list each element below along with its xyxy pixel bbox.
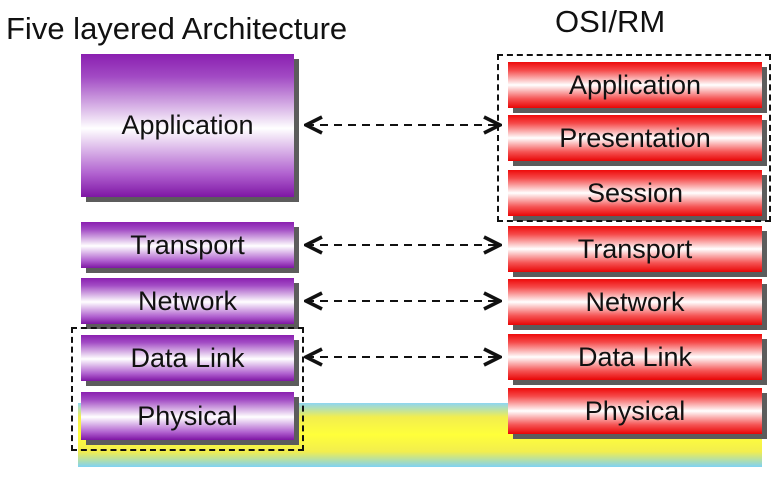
five-layer-transport: Transport (81, 222, 294, 268)
osi-network: Network (508, 279, 762, 325)
osi-session: Session (508, 170, 762, 216)
five-layer-title: Five layered Architecture (6, 11, 348, 46)
osi-title: OSI/RM (555, 4, 666, 39)
osi-physical: Physical (508, 388, 762, 434)
osi-application: Application (508, 62, 762, 108)
osi-data-link: Data Link (508, 334, 762, 380)
five-layer-physical: Physical (81, 392, 294, 440)
five-layer-application: Application (81, 54, 294, 197)
five-layer-network: Network (81, 278, 294, 324)
osi-presentation: Presentation (508, 115, 762, 161)
osi-transport: Transport (508, 226, 762, 272)
data-link-physical-group-box (71, 327, 304, 451)
upper-layers-group-box (497, 54, 771, 222)
five-layer-data-link: Data Link (81, 335, 294, 381)
